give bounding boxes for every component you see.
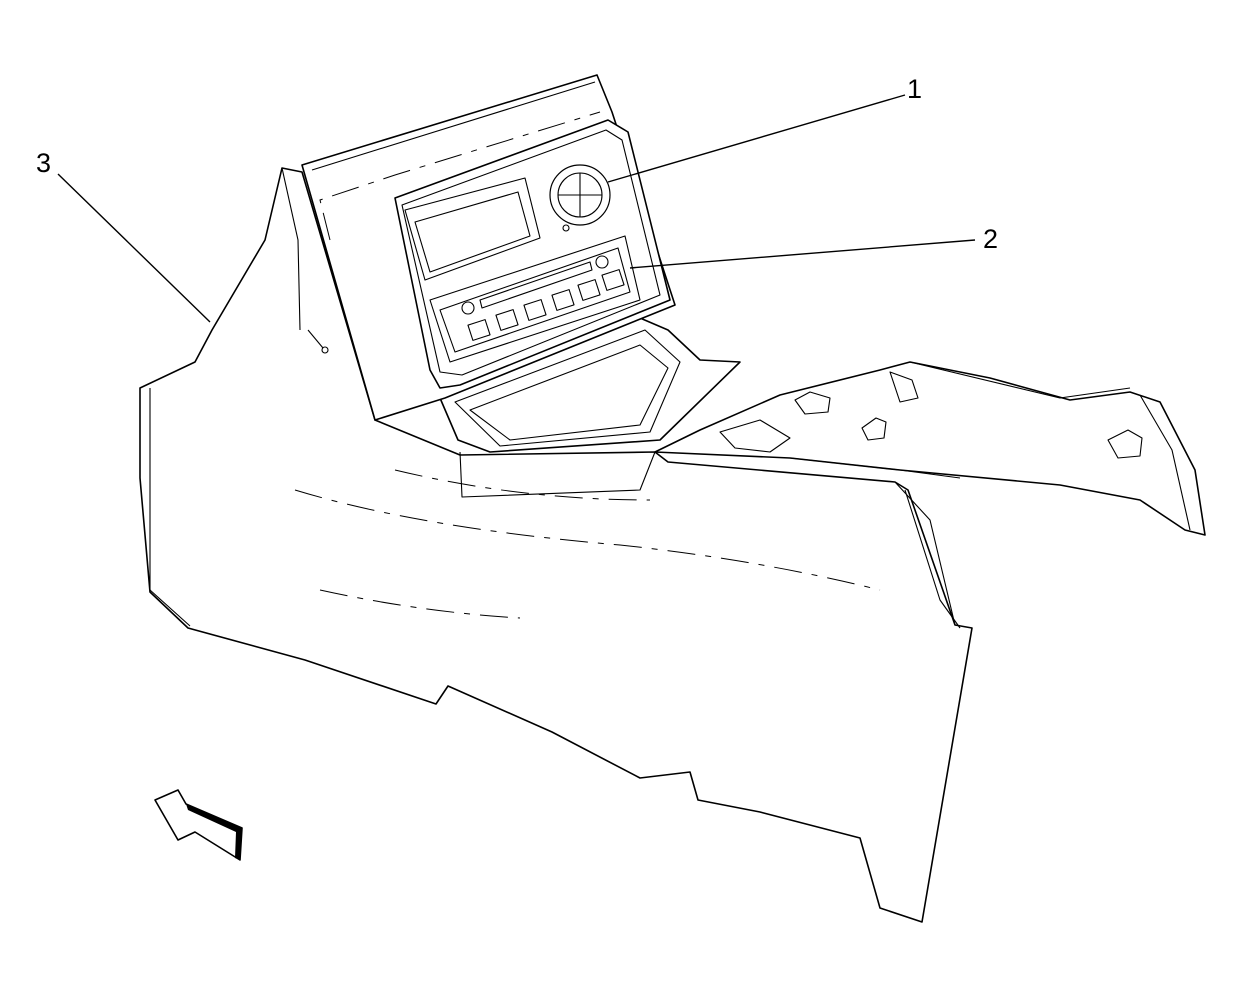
direction-arrow-icon xyxy=(154,789,243,861)
center-console-body xyxy=(139,167,973,923)
callout-1: 1 xyxy=(907,74,922,104)
console-storage-tray xyxy=(439,317,741,498)
radio-control-head xyxy=(404,164,641,363)
leader-line-1 xyxy=(607,94,906,183)
callout-3: 3 xyxy=(36,148,51,178)
leader-line-2 xyxy=(629,239,976,269)
leader-line-3 xyxy=(57,173,211,323)
callout-2: 2 xyxy=(983,224,998,254)
console-side-panel xyxy=(654,361,1206,629)
